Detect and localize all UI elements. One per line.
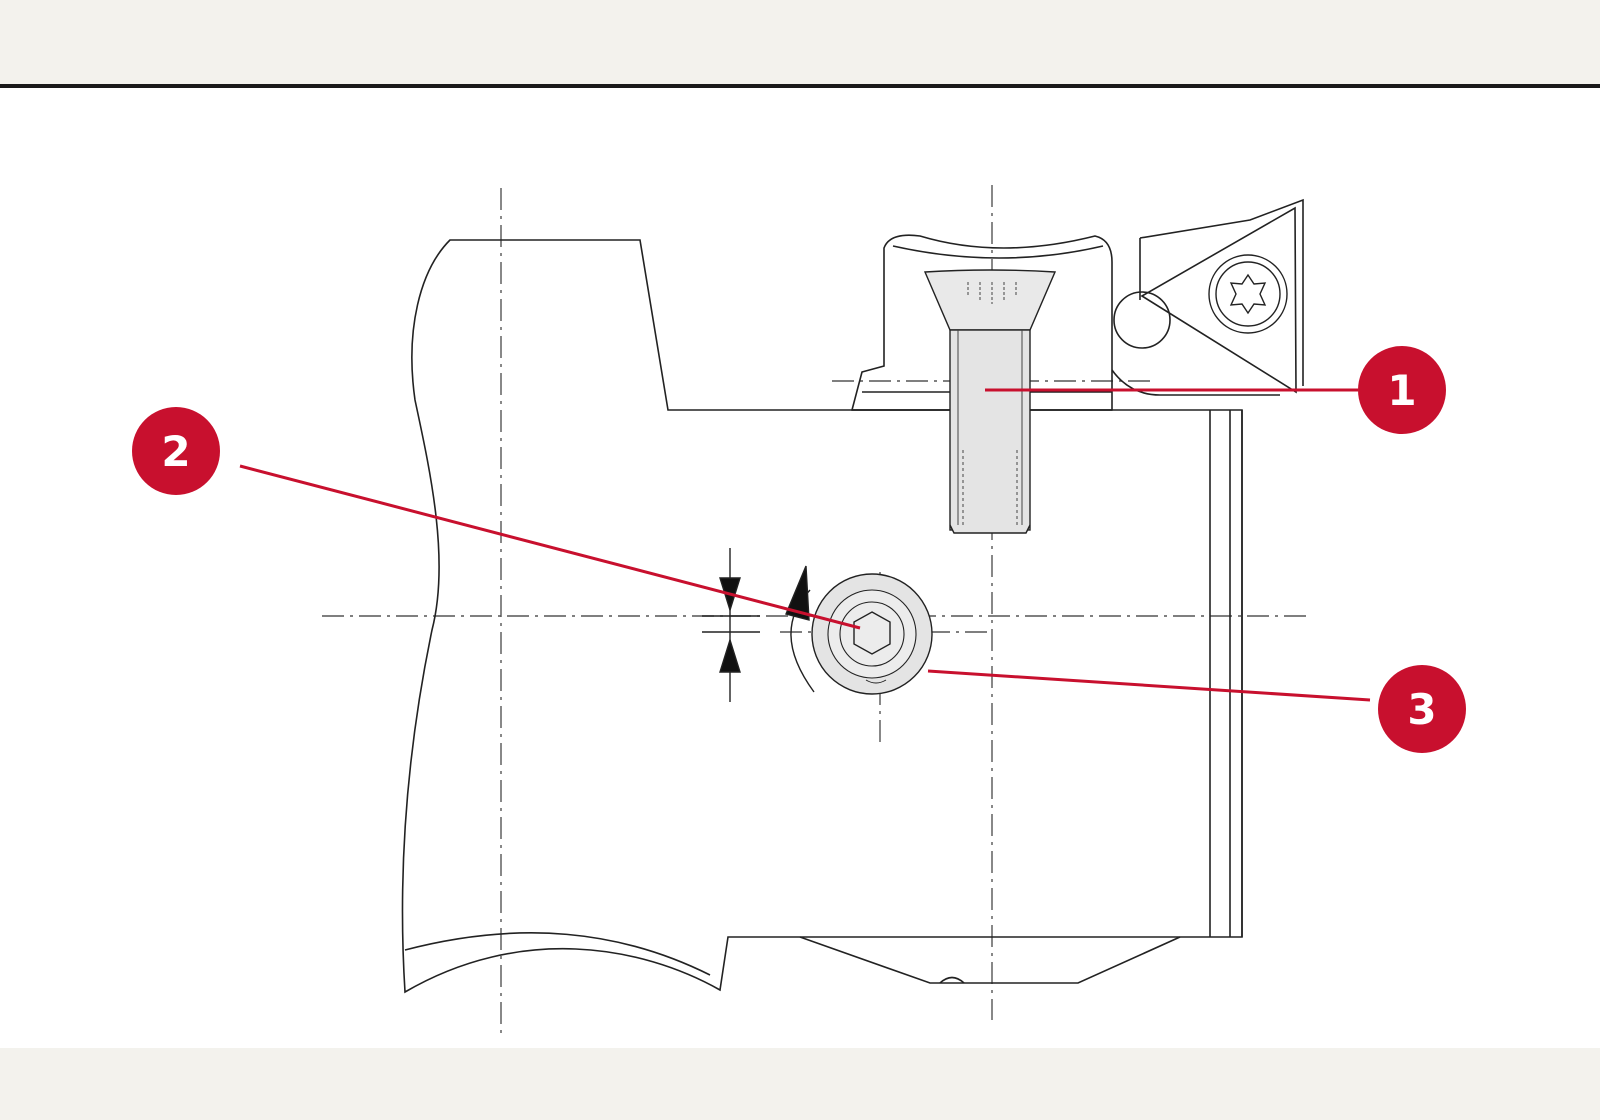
screw-shank <box>949 329 1031 531</box>
center-lines <box>322 185 1310 1035</box>
arrow-up <box>719 637 741 673</box>
diagram-panel <box>0 88 1600 1048</box>
holder-clamp-arm <box>1139 198 1304 386</box>
callout-3: 3 <box>1378 665 1466 753</box>
callout-1-label: 1 <box>1387 366 1416 415</box>
top-band <box>0 0 1600 68</box>
rotation-arrow <box>785 565 815 693</box>
body-lower-bevel <box>799 936 1181 984</box>
callout-2: 2 <box>132 407 220 495</box>
eccentric-mark <box>865 679 887 684</box>
insert-screw-inner <box>1215 261 1281 327</box>
hex-socket-icon <box>811 573 933 695</box>
hex-socket <box>853 611 891 655</box>
leader-3 <box>927 669 1371 702</box>
insert-triangle <box>1140 206 1297 394</box>
leader-lines <box>239 388 1371 702</box>
countersunk-screw <box>923 269 1057 534</box>
eccentric-inner <box>839 601 905 667</box>
holder-block-inner <box>892 245 1104 259</box>
torx-star <box>1229 273 1267 315</box>
screw-tip <box>949 524 1031 534</box>
bottom-band <box>0 1048 1600 1120</box>
screw-head <box>923 269 1057 331</box>
torx-screw-head-icon <box>1208 254 1288 334</box>
body-outline <box>401 239 1243 994</box>
leader-2 <box>239 464 861 630</box>
body-lower-notch <box>939 976 965 984</box>
callout-1: 1 <box>1358 346 1446 434</box>
body-bottom-edge <box>404 932 711 976</box>
callout-2-label: 2 <box>161 427 190 476</box>
holder-block <box>850 234 1113 411</box>
callout-3-label: 3 <box>1407 685 1436 734</box>
tool-body <box>401 239 1243 994</box>
eccentric-mid <box>827 589 917 679</box>
clamp-pin-circle <box>1113 291 1171 349</box>
insert-screw-outer <box>1208 254 1288 334</box>
header-rule <box>0 84 1600 88</box>
adjustment-dimension <box>702 548 760 702</box>
